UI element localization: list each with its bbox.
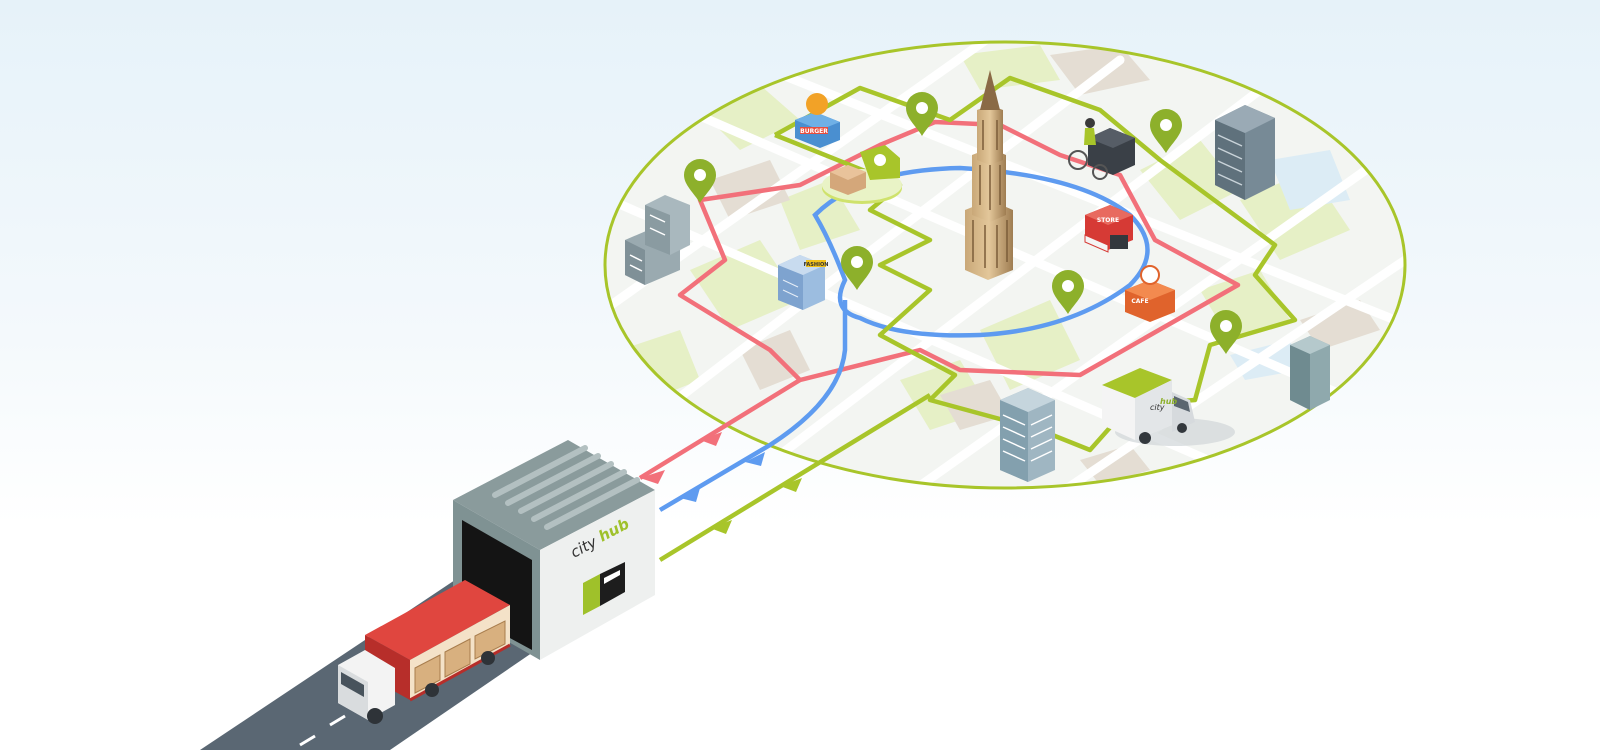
map-pin-icon (841, 246, 873, 290)
office-building-small (1290, 336, 1330, 410)
office-building-left (625, 195, 690, 285)
connection-red (638, 378, 802, 480)
map-pin-icon (1052, 270, 1084, 314)
cityhub-logo-icon (583, 562, 625, 615)
cargo-bike (1068, 118, 1135, 180)
route-red (677, 119, 1241, 383)
burger-shop: BURGER (795, 93, 840, 148)
church-tower (965, 70, 1013, 280)
burger-sign: BURGER (800, 128, 828, 135)
parcel-point (822, 145, 902, 204)
city-map (603, 40, 1407, 490)
connection-blue (658, 300, 848, 512)
cafe-sign: CAFE (1131, 298, 1148, 305)
map-pin-icon (906, 92, 938, 136)
hub-connections (638, 300, 932, 562)
direction-arrows (640, 432, 802, 534)
delivery-truck (338, 580, 511, 724)
van-brand-hub: hub (1160, 397, 1177, 406)
map-pins (684, 92, 1242, 354)
electric-van: city hub (1102, 368, 1235, 446)
office-tower-right (1215, 105, 1275, 200)
store-sign: STORE (1097, 217, 1119, 224)
map-pin-icon (684, 159, 716, 203)
route-blue (812, 165, 1150, 338)
van-brand-city: city (1150, 403, 1165, 412)
map-pin-icon (1210, 310, 1242, 354)
cafe-shop: CAFE (1125, 265, 1175, 322)
office-tower-bottom (1000, 388, 1055, 482)
connection-green (658, 393, 932, 562)
map-pin-icon (1150, 109, 1182, 153)
fashion-store: FASHION (778, 255, 828, 310)
store-shop: STORE (1084, 205, 1133, 253)
fashion-sign: FASHION (804, 262, 829, 268)
